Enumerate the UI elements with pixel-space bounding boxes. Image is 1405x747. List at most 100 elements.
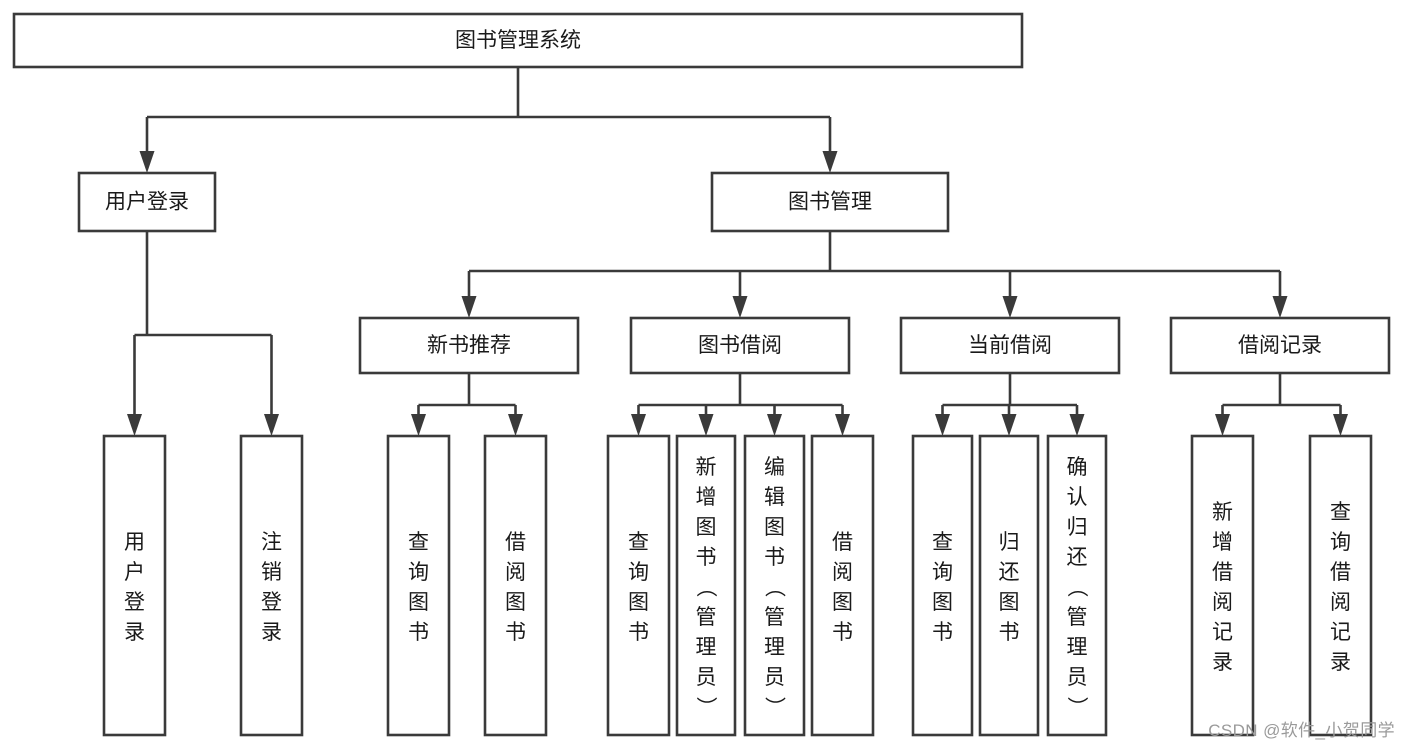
node-box[interactable] <box>239 434 304 737</box>
arrow-head-icon <box>935 414 950 436</box>
node-box[interactable] <box>386 434 451 737</box>
node-label-char: 记 <box>1330 621 1351 644</box>
node-label-char: 阅 <box>505 561 526 584</box>
node-label: 新书推荐 <box>427 334 511 357</box>
node-box[interactable] <box>629 316 851 375</box>
arrow-head-icon <box>411 414 426 436</box>
node-box[interactable] <box>358 316 580 375</box>
node-label-char: 还 <box>1067 546 1088 569</box>
node-borrow[interactable]: 图书借阅 <box>629 316 851 375</box>
arrow-head-icon <box>767 414 782 436</box>
node-label: 图书管理 <box>788 191 872 214</box>
node-label-char: 员 <box>696 666 717 689</box>
node-label-char: 查 <box>1330 501 1351 524</box>
node-label-char: 书 <box>505 621 526 644</box>
arrow-head-icon <box>461 296 477 318</box>
node-label-char: 书 <box>628 621 649 644</box>
arrow-head-icon <box>1002 296 1018 318</box>
node-box[interactable] <box>1190 434 1255 737</box>
node-root[interactable]: 图书管理系统 <box>12 12 1024 69</box>
node-label-char: 书 <box>999 621 1020 644</box>
node-box[interactable] <box>102 434 167 737</box>
node-label-char: 登 <box>124 591 145 614</box>
node-label-char: 查 <box>932 531 953 554</box>
node-label-char: 借 <box>1330 561 1351 584</box>
node-label-char: 录 <box>124 621 145 644</box>
node-label-char: 员 <box>764 666 785 689</box>
node-label: 图书管理系统 <box>455 29 581 52</box>
arrow-head-icon <box>1069 414 1085 436</box>
node-box[interactable] <box>743 434 806 737</box>
node-label-char: 图 <box>696 516 717 539</box>
node-label-char: 阅 <box>1330 591 1351 614</box>
node-label-char: 增 <box>696 486 717 509</box>
node-box[interactable] <box>911 434 974 737</box>
node-box[interactable] <box>606 434 671 737</box>
node-label-char: 借 <box>832 531 853 554</box>
arrow-head-icon <box>835 414 850 436</box>
node-label-char: 图 <box>999 591 1020 614</box>
node-box[interactable] <box>675 434 737 737</box>
node-label-char: 归 <box>999 531 1020 554</box>
node-records[interactable]: 借阅记录 <box>1169 316 1391 375</box>
node-label-char: 管 <box>764 606 785 629</box>
node-box[interactable] <box>978 434 1040 737</box>
connector-layer <box>127 67 1348 436</box>
arrow-head-icon <box>139 151 155 173</box>
arrow-head-icon <box>264 414 279 436</box>
node-layer: 图书管理系统用户登录图书管理新书推荐图书借阅当前借阅借阅记录用户登录注销登录查询… <box>12 12 1391 737</box>
node-box[interactable] <box>1169 316 1391 375</box>
node-box[interactable] <box>12 12 1024 69</box>
node-label-char: 还 <box>999 561 1020 584</box>
node-bookmgmt[interactable]: 图书管理 <box>710 171 950 233</box>
node-label-char: 登 <box>261 591 282 614</box>
node-label-char: 书 <box>696 546 717 569</box>
node-label-char: （ <box>763 576 786 597</box>
node-label-char: 认 <box>1067 486 1088 509</box>
node-box[interactable] <box>899 316 1121 375</box>
node-label-char: 确 <box>1067 456 1088 479</box>
node-leaf-user-login[interactable]: 用户登录 <box>102 434 167 737</box>
node-login[interactable]: 用户登录 <box>77 171 217 233</box>
node-label-char: 图 <box>628 591 649 614</box>
node-label-char: 理 <box>1067 636 1088 659</box>
node-box[interactable] <box>810 434 875 737</box>
node-label-char: 阅 <box>1212 591 1233 614</box>
arrow-head-icon <box>698 414 714 436</box>
node-box[interactable] <box>483 434 548 737</box>
node-box[interactable] <box>710 171 950 233</box>
connector-group-root <box>139 67 838 173</box>
node-label-char: 借 <box>505 531 526 554</box>
node-label-char: 员 <box>1067 666 1088 689</box>
node-label-char: 户 <box>124 561 145 584</box>
node-label-char: 阅 <box>832 561 853 584</box>
node-label: 用户登录 <box>105 191 189 214</box>
connector-group-records <box>1215 373 1348 436</box>
node-label-char: 询 <box>408 561 429 584</box>
node-label-char: 借 <box>1212 561 1233 584</box>
node-box[interactable] <box>77 171 217 233</box>
node-box[interactable] <box>1308 434 1373 737</box>
node-label-char: 书 <box>832 621 853 644</box>
node-label-char: ） <box>694 696 717 717</box>
connector-group-bookmgmt <box>461 231 1288 318</box>
node-label-char: 管 <box>1067 606 1088 629</box>
node-current[interactable]: 当前借阅 <box>899 316 1121 375</box>
node-newbook[interactable]: 新书推荐 <box>358 316 580 375</box>
node-box[interactable] <box>1046 434 1108 737</box>
connector-group-login <box>127 231 279 436</box>
